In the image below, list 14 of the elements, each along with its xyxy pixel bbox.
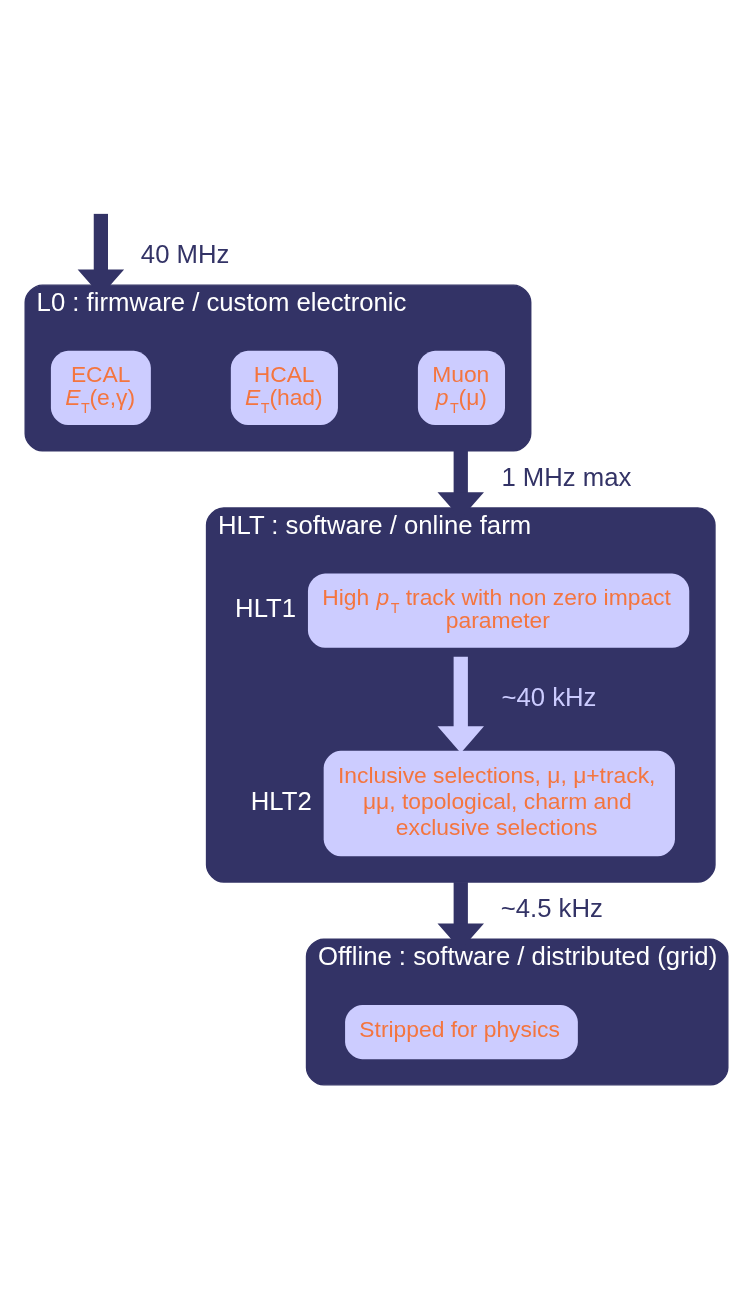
edge-label: ~40 kHz <box>501 682 597 711</box>
node-box: ECAL E$_{T}$(e,γ) <box>50 350 151 425</box>
node-box: Muon p$_{T}$(μ) <box>417 350 506 425</box>
edge-label: 40 MHz <box>140 239 230 268</box>
node-box: HCAL E$_{T}$(had) <box>230 350 338 425</box>
node-box: High p$_{T}$ track with non zero impact parameter <box>307 573 690 648</box>
node-box: Stripped for physics <box>345 1004 578 1059</box>
node-label: HLT1 <box>235 593 297 622</box>
arrow <box>437 656 484 753</box>
edge-label: 1 MHz max <box>501 462 632 491</box>
edge-label: ~4.5 kHz <box>500 893 603 922</box>
node-label: HLT2 <box>250 786 312 815</box>
arrow <box>77 213 125 296</box>
node-box: Inclusive selections, μ, μ+track, μμ, topological, charm and exclusive selections <box>323 750 675 856</box>
